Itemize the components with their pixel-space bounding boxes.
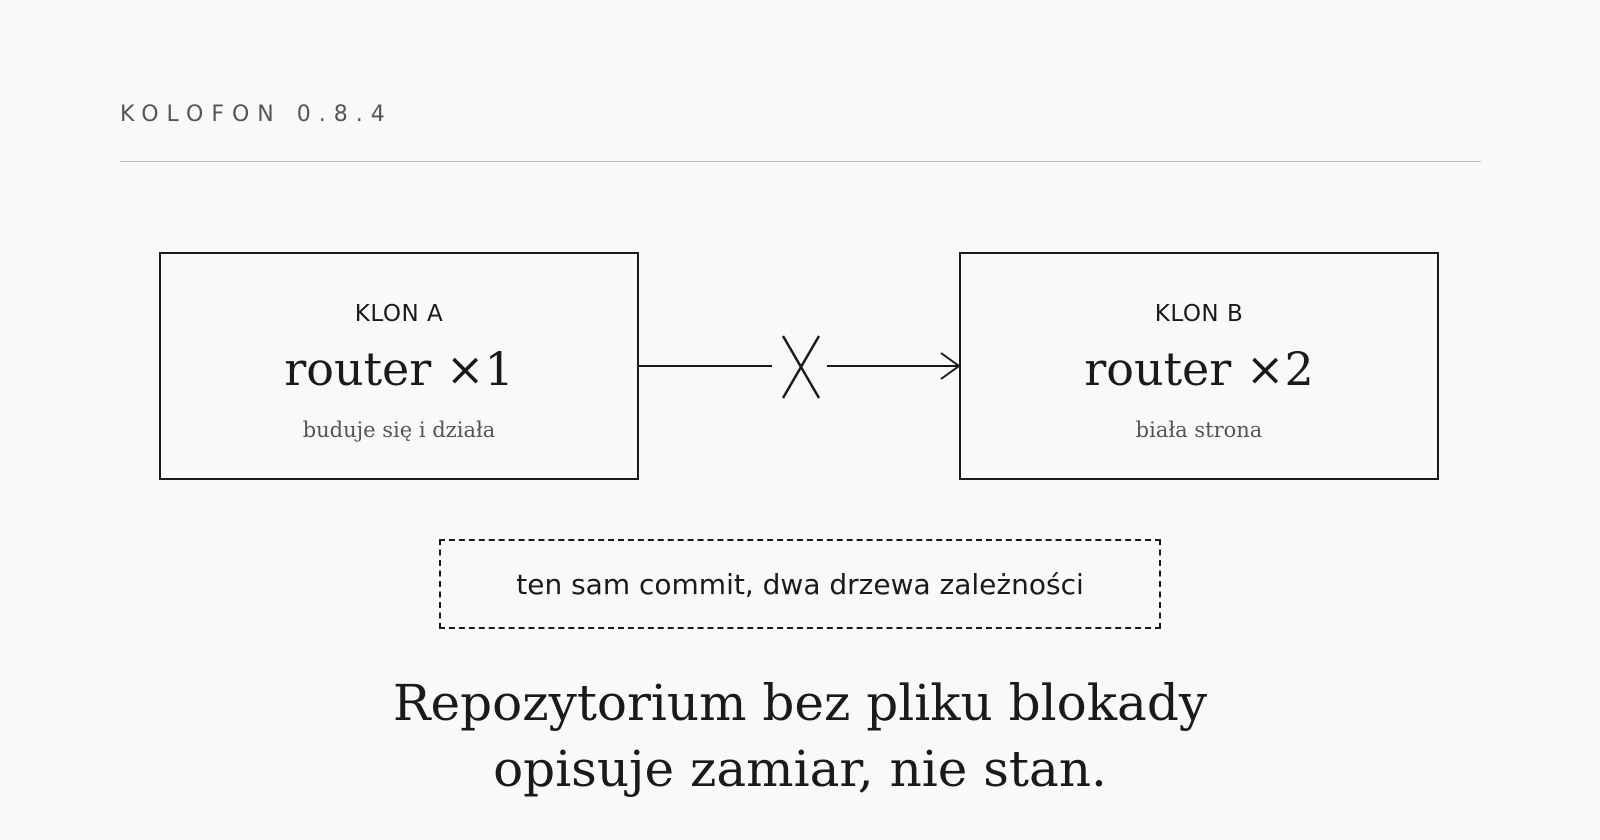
connector-arrow — [639, 335, 961, 399]
caption-line-1: Repozytorium bez pliku blokady — [392, 674, 1208, 732]
clone-a-label: KLON A — [354, 301, 444, 327]
clone-a-box: KLON A router ×1 buduje się i działa — [159, 252, 639, 480]
clone-b-box: KLON B router ×2 biała strona — [959, 252, 1439, 480]
brand-label: KOLOFON 0.8.4 — [120, 102, 393, 127]
clone-a-value: router ×1 — [284, 342, 514, 396]
clone-b-label: KLON B — [1154, 301, 1244, 327]
header-divider — [120, 161, 1481, 162]
clone-b-value: router ×2 — [1084, 342, 1314, 396]
clone-b-status: biała strona — [1135, 418, 1263, 442]
commit-note: ten sam commit, dwa drzewa zależności — [439, 539, 1161, 629]
caption-line-2: opisuje zamiar, nie stan. — [493, 740, 1107, 798]
clone-a-status: buduje się i działa — [302, 418, 496, 442]
broken-arrow-x-icon — [781, 335, 821, 399]
